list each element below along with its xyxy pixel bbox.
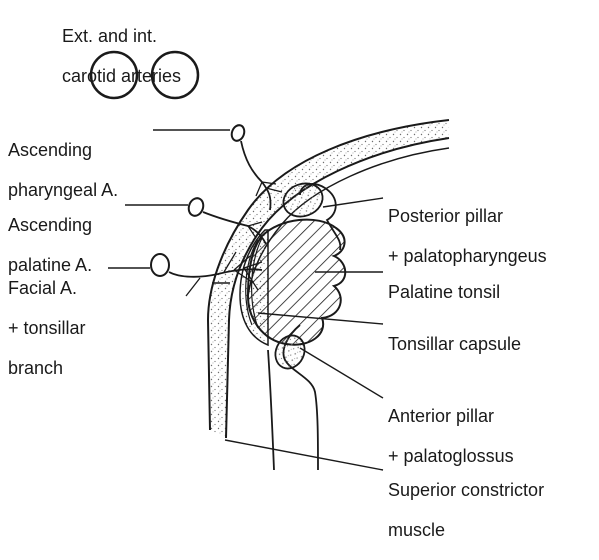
label-asc-pharyngeal-line1: Ascending: [8, 140, 118, 160]
label-tonsillar-capsule: Tonsillar capsule: [388, 314, 521, 374]
facial-artery-section: [151, 254, 169, 276]
label-facial-artery: Facial A. + tonsillar branch: [8, 258, 86, 398]
leader-posterior-pillar: [323, 198, 383, 207]
label-carotid-arteries: Ext. and int. carotid arteries: [62, 6, 181, 106]
label-carotid-line2: carotid arteries: [62, 66, 181, 86]
label-superior-constrictor-line2: muscle: [388, 520, 544, 540]
anterior-pillar-inner: [268, 350, 274, 470]
label-palatine-tonsil: Palatine tonsil: [388, 262, 500, 322]
label-anterior-pillar-line1: Anterior pillar: [388, 406, 514, 426]
label-asc-palatine-line1: Ascending: [8, 215, 92, 235]
ascending-pharyngeal-artery-section: [230, 123, 247, 142]
label-facial-line2: + tonsillar: [8, 318, 86, 338]
label-palatine-tonsil-text: Palatine tonsil: [388, 282, 500, 302]
label-superior-constrictor-line1: Superior constrictor: [388, 480, 544, 500]
label-superior-constrictor: Superior constrictor muscle: [388, 460, 544, 560]
label-carotid-line1: Ext. and int.: [62, 26, 181, 46]
label-facial-line3: branch: [8, 358, 86, 378]
label-posterior-pillar-line1: Posterior pillar: [388, 206, 547, 226]
leader-anterior-pillar: [300, 348, 383, 398]
leader-superior-constrictor: [225, 440, 383, 470]
label-facial-line1: Facial A.: [8, 278, 86, 298]
label-tonsillar-capsule-text: Tonsillar capsule: [388, 334, 521, 354]
ascending-palatine-artery-section: [186, 196, 205, 218]
